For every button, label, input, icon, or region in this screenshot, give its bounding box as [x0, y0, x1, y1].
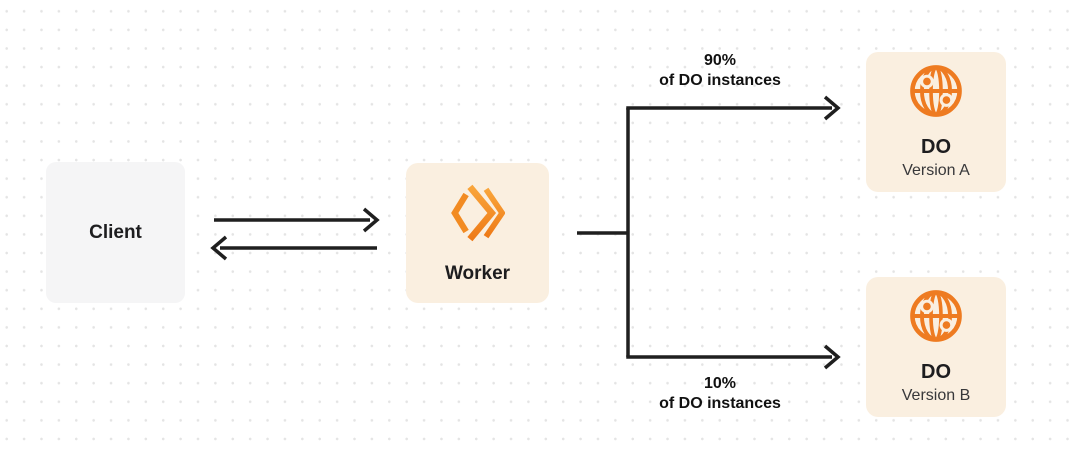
branch-label-10-caption: of DO instances [659, 395, 781, 412]
do-a-subtitle: Version A [902, 162, 970, 179]
branch-label-90: 90% of DO instances [610, 51, 830, 91]
client-label: Client [89, 221, 142, 243]
do-a-title: DO [921, 136, 951, 158]
do-version-b-node: DO Version B [866, 277, 1006, 417]
do-b-subtitle: Version B [901, 387, 971, 404]
durable-object-globe-icon [910, 65, 962, 117]
branch-label-10-percent: 10% [703, 375, 737, 392]
cloudflare-workers-logo-icon [451, 184, 505, 242]
durable-object-globe-icon [910, 290, 962, 342]
worker-label: Worker [444, 263, 511, 284]
do-b-title: DO [921, 361, 951, 383]
do-version-a-node: DO Version A [866, 52, 1006, 192]
client-node: Client [46, 162, 185, 303]
worker-to-client-arrow [210, 235, 377, 261]
branch-label-90-percent: 90% [703, 52, 737, 69]
worker-node: Worker [406, 163, 549, 303]
branch-arrow-10 [626, 344, 841, 370]
branch-arrow-90 [626, 95, 841, 121]
branch-label-90-caption: of DO instances [659, 72, 781, 89]
client-to-worker-arrow [214, 207, 380, 233]
branch-label-10: 10% of DO instances [610, 374, 830, 414]
